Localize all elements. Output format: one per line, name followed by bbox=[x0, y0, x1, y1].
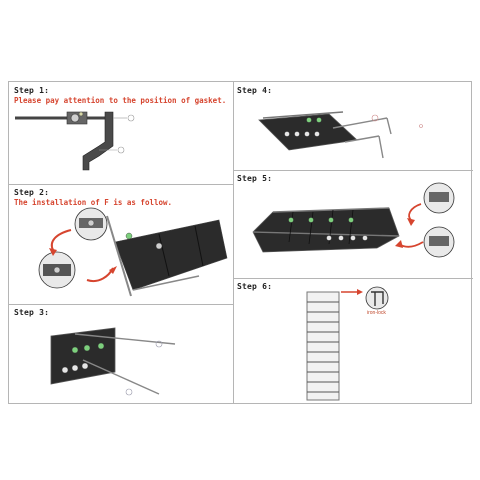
step-6-panel: Step 6: iron-lock bbox=[233, 278, 473, 403]
step-4-panel: Step 4: bbox=[233, 82, 473, 170]
step-5-title: Step 5: bbox=[237, 174, 273, 183]
step-4-title: Step 4: bbox=[237, 86, 273, 95]
instruction-sheet: Step 1: Please pay attention to the posi… bbox=[8, 81, 473, 404]
step-1-bracket-illustration bbox=[15, 111, 135, 171]
step-1-note: Please pay attention to the position of … bbox=[14, 96, 227, 105]
iron-lock-callout: iron-lock bbox=[367, 310, 386, 316]
row-divider-left-1 bbox=[9, 184, 233, 185]
step-4-rack-illustration bbox=[258, 111, 423, 159]
row-divider-right-1 bbox=[233, 170, 473, 171]
step-2-fabric-illustration bbox=[38, 207, 228, 297]
step-2-title: Step 2: bbox=[14, 188, 50, 197]
step-5-rack-illustration bbox=[252, 182, 455, 258]
step-1-title: Step 1: bbox=[14, 86, 50, 95]
step-2-note: The installation of F is as follow. bbox=[14, 198, 173, 207]
step-6-title: Step 6: bbox=[237, 282, 273, 291]
column-divider bbox=[233, 82, 234, 403]
step-3-rack-illustration bbox=[50, 327, 176, 396]
step-2-panel: Step 2: The installation of F is as foll… bbox=[9, 184, 233, 304]
row-divider-left-2 bbox=[9, 304, 233, 305]
row-divider-right-2 bbox=[233, 278, 473, 279]
step-5-panel: Step 5: bbox=[233, 170, 473, 278]
step-6-door-rack-illustration bbox=[306, 286, 389, 401]
step-1-panel: Step 1: Please pay attention to the posi… bbox=[9, 82, 233, 184]
step-3-panel: Step 3: bbox=[9, 304, 233, 403]
step-3-title: Step 3: bbox=[14, 308, 50, 317]
